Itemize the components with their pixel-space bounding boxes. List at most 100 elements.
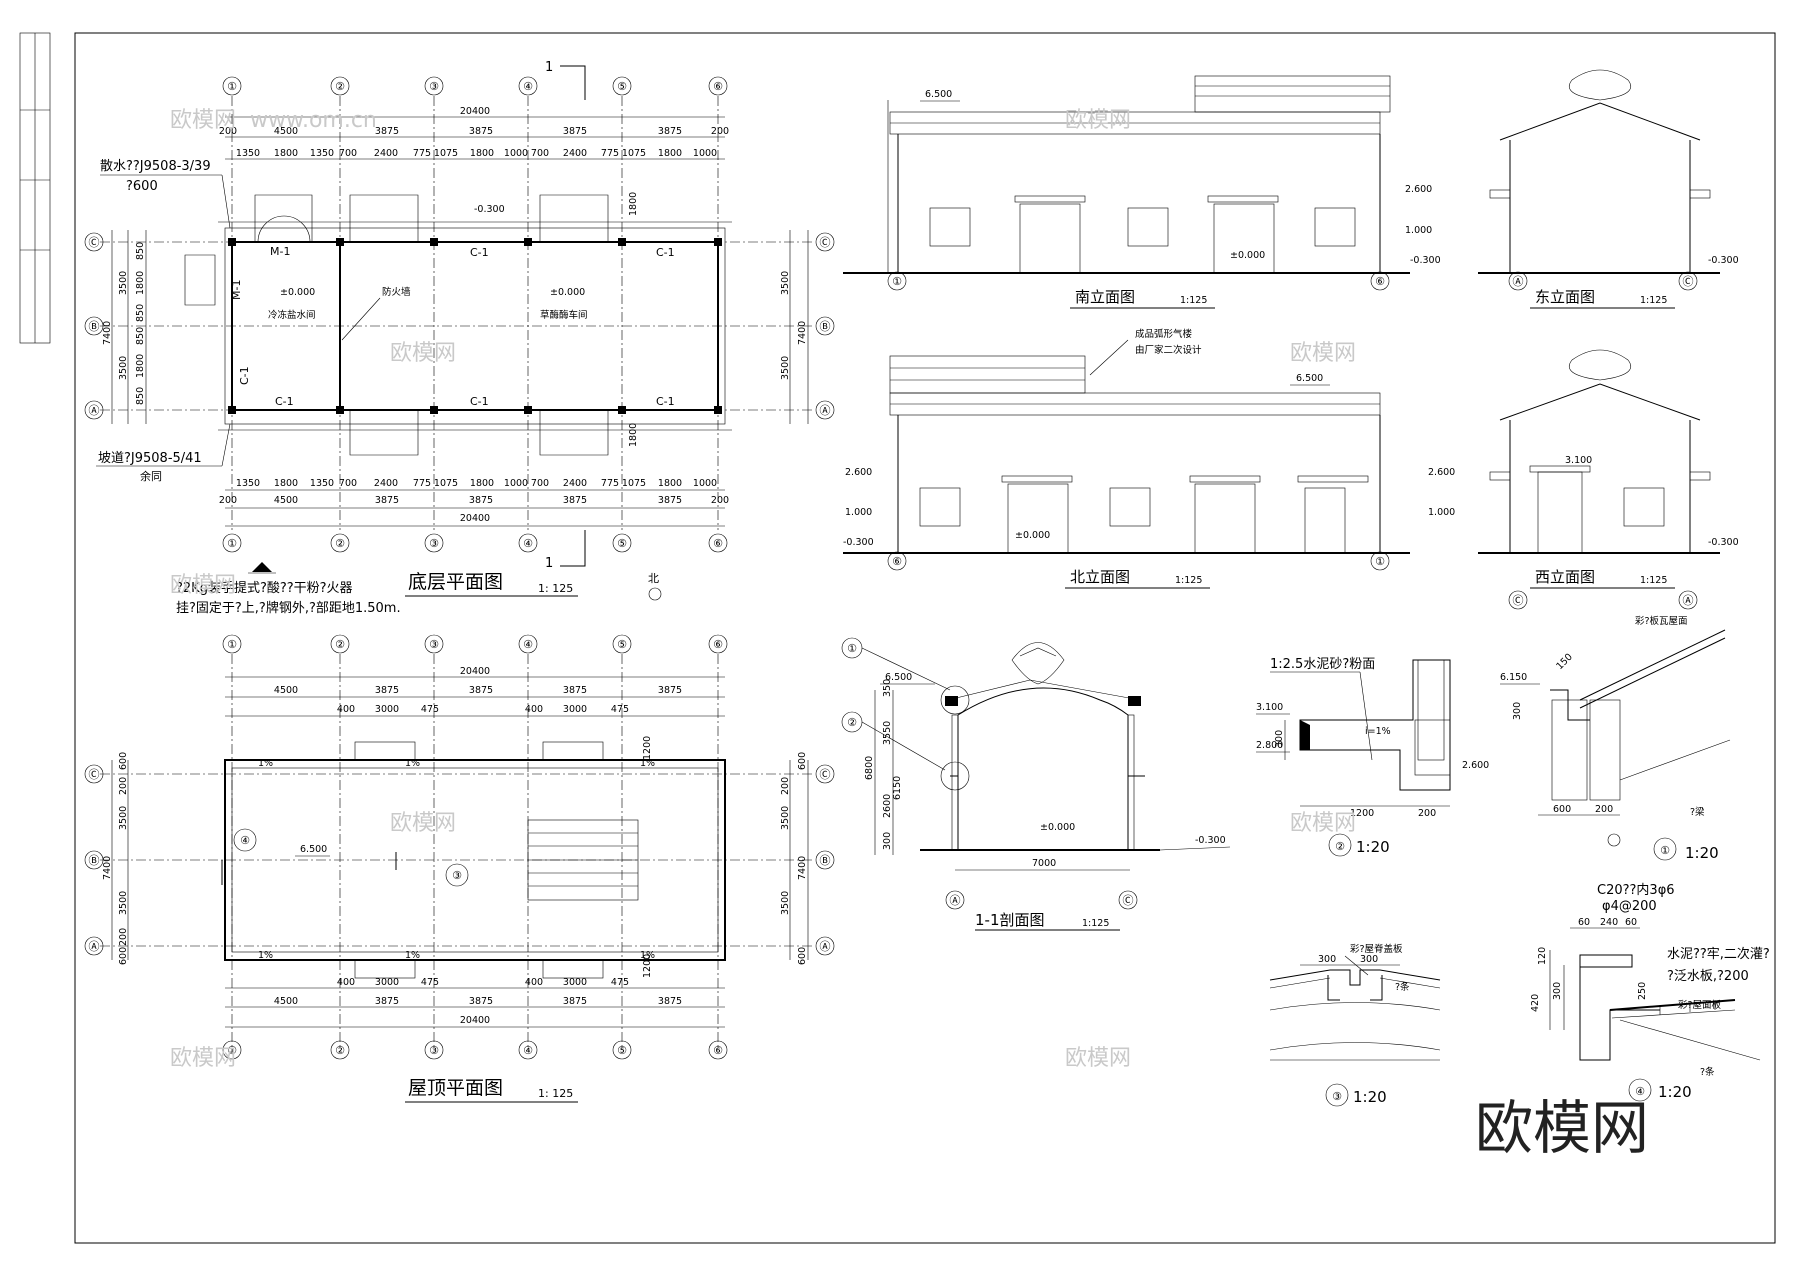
- dim-width: 3500: [780, 891, 791, 915]
- dim-sub: 600: [118, 947, 129, 965]
- dim-total-length: 20400: [460, 666, 490, 677]
- level: ±0.000: [1040, 822, 1075, 833]
- detail-label: ③: [1332, 1090, 1342, 1103]
- axis-label: Ⓒ: [1683, 275, 1694, 288]
- south-elevation-title: 南立面图: [1075, 288, 1135, 306]
- sub-dim: 775: [601, 478, 619, 489]
- north-label: 北: [648, 572, 659, 585]
- north-elevation-title: 北立面图: [1070, 568, 1130, 586]
- axis-label: Ⓒ: [1123, 894, 1134, 907]
- detail-label: ④: [1635, 1085, 1645, 1098]
- sub-dim: 2400: [563, 478, 587, 489]
- watermark-brand: 欧模网: [170, 573, 236, 598]
- roof-note-1: 成品弧形气楼: [1135, 328, 1193, 340]
- sub-dim: 1800: [658, 148, 682, 159]
- floor-plan-scale: 1: 125: [538, 582, 573, 595]
- axis-label: Ⓐ: [89, 940, 100, 953]
- dim-sub: 200: [118, 777, 129, 795]
- ramp-note: 坡道?J9508-5/41: [98, 451, 202, 466]
- dim-width: 7400: [102, 856, 113, 880]
- watermark-url: www.om.cn: [250, 108, 377, 133]
- axis-label: ⑥: [1375, 275, 1385, 288]
- detail-dim: 300: [1360, 954, 1378, 965]
- dim-sub: 200: [118, 928, 129, 946]
- axis-label: ③: [429, 80, 439, 93]
- dim-total-length: 20400: [460, 106, 490, 117]
- sub-dim: 1350: [310, 148, 334, 159]
- roof-plan-title: 屋顶平面图: [408, 1077, 503, 1099]
- sub-dim: 700: [339, 478, 357, 489]
- level: 2.600: [1428, 467, 1455, 478]
- roof-slope: 1%: [640, 950, 655, 961]
- axis-label: ⑤: [617, 537, 627, 550]
- level: -0.300: [1195, 835, 1226, 846]
- detail-dim: 200: [1418, 808, 1436, 819]
- dim-sub: 850: [135, 304, 146, 322]
- sub-dim: 1000: [693, 148, 717, 159]
- level: 3.100: [1565, 455, 1592, 466]
- section-dim: 350: [882, 679, 893, 697]
- axis-label: Ⓐ: [820, 404, 831, 417]
- south-elevation: 6.500 2.600 1.000 -0.300 ±0.000 ① ⑥ 南立面图…: [843, 75, 1441, 309]
- watermark-brand: 欧模网: [390, 341, 456, 366]
- east-elevation: Ⓐ Ⓒ -0.300 东立面图 1:125: [1478, 69, 1739, 309]
- detail-dim: 200: [1595, 804, 1613, 815]
- detail-dim: 600: [1553, 804, 1571, 815]
- section-dim: 6800: [864, 756, 875, 780]
- section-dim: 300: [882, 832, 893, 850]
- roof-plan-scale: 1: 125: [538, 1087, 573, 1100]
- detail-purlin: ?条: [1700, 1066, 1715, 1078]
- axis-label: ③: [429, 638, 439, 651]
- dim-bay: 3875: [563, 495, 587, 506]
- sub-dim: 1075: [622, 478, 646, 489]
- roof-slope: 1%: [258, 758, 273, 769]
- sub-dim: 1000: [693, 478, 717, 489]
- dim-width: 3500: [118, 271, 129, 295]
- detail-note: C20??内3φ6: [1597, 882, 1675, 898]
- level: ±0.000: [1015, 530, 1050, 541]
- dim-width: 7400: [797, 856, 808, 880]
- axis-label: ②: [335, 537, 345, 550]
- dim-sub: 200: [780, 777, 791, 795]
- watermark-brand: 欧模网: [1065, 1046, 1131, 1071]
- axis-label: Ⓑ: [89, 320, 100, 333]
- callout: ①: [847, 642, 857, 655]
- axis-label: ⑥: [713, 537, 723, 550]
- dim-bay: 3875: [563, 126, 587, 137]
- roof-dim-1200: 1200: [642, 736, 653, 760]
- level: 1.000: [845, 507, 872, 518]
- level: 2.600: [845, 467, 872, 478]
- axis-label: Ⓒ: [89, 236, 100, 249]
- dim-bay: 3875: [563, 685, 587, 696]
- axis-label: ①: [227, 80, 237, 93]
- axis-label: Ⓑ: [820, 854, 831, 867]
- roof-dim-1200: 1200: [642, 954, 653, 978]
- level: 1.000: [1405, 225, 1432, 236]
- axis-label: ①: [892, 275, 902, 288]
- watermark-brand-large: 欧模网: [1475, 1094, 1649, 1162]
- axis-labels-top: ① ② ③ ④ ⑤ ⑥: [222, 76, 728, 96]
- roof-dim: 475: [611, 704, 629, 715]
- level: 2.600: [1405, 184, 1432, 195]
- dim-width: 3500: [118, 806, 129, 830]
- roof-level: 6.500: [300, 844, 327, 855]
- detail-note: 水泥??牢,二次灌?: [1667, 946, 1770, 962]
- sub-dim: 2400: [374, 148, 398, 159]
- roof-dim: 3000: [375, 977, 399, 988]
- dim-bay: 3875: [563, 996, 587, 1007]
- detail-3: 彩?屋脊盖板 300 300 ?条 ③ 1:20: [1269, 943, 1441, 1107]
- dim-bay: 3875: [658, 685, 682, 696]
- axis-label: ⑤: [617, 80, 627, 93]
- detail-note: φ4@200: [1602, 899, 1657, 914]
- window-label: C-1: [656, 246, 675, 259]
- axis-label: Ⓐ: [950, 894, 961, 907]
- dim-bay: 4500: [274, 685, 298, 696]
- floor-plan-title: 底层平面图: [408, 571, 503, 593]
- detail-dim: 300: [1274, 730, 1285, 748]
- axis-label: ②: [335, 80, 345, 93]
- sub-dim: 700: [531, 148, 549, 159]
- dim-sub: 850: [135, 387, 146, 405]
- dim-sub: 1800: [135, 354, 146, 378]
- detail-note: 1:2.5水泥砂?粉面: [1270, 657, 1375, 672]
- axis-label: ①: [227, 1044, 237, 1057]
